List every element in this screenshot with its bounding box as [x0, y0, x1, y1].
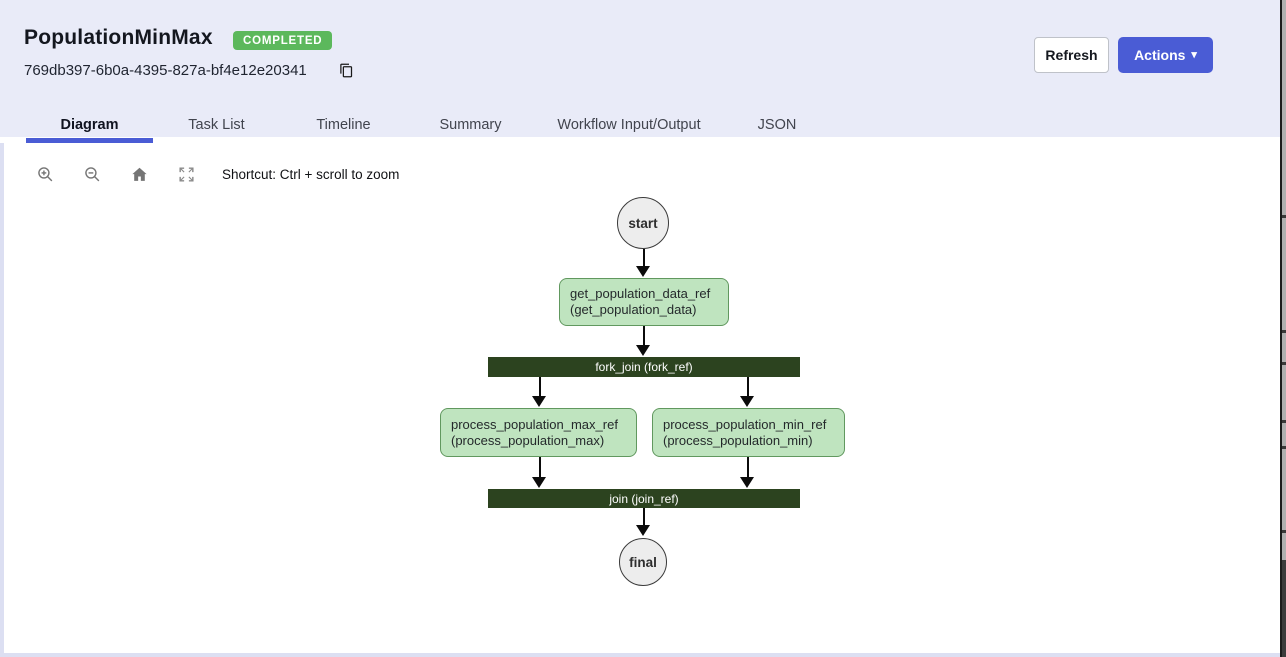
scrollbar-thumb[interactable] — [1282, 560, 1286, 657]
task-label-line1: process_population_min_ref — [663, 416, 827, 432]
node-start[interactable]: start — [617, 197, 669, 249]
edge-get-to-fork — [643, 326, 645, 346]
tabbar: Diagram Task List Timeline Summary Workf… — [26, 106, 830, 143]
right-scrollbar[interactable] — [1280, 0, 1286, 657]
arrowhead — [740, 396, 754, 407]
tab-timeline[interactable]: Timeline — [316, 116, 371, 133]
edge-fork-to-min — [747, 377, 749, 397]
node-join[interactable]: join (join_ref) — [488, 489, 800, 508]
chevron-down-icon: ▾ — [1191, 48, 1197, 61]
node-fork-join[interactable]: fork_join (fork_ref) — [488, 357, 800, 377]
arrowhead — [636, 525, 650, 536]
tab-json[interactable]: JSON — [757, 116, 797, 133]
edge-min-to-join — [747, 457, 749, 478]
tab-diagram[interactable]: Diagram — [26, 106, 153, 143]
task-label-line1: process_population_max_ref — [451, 416, 618, 432]
left-edge-strip — [0, 143, 4, 657]
actions-button-label: Actions — [1134, 47, 1186, 63]
arrowhead — [636, 345, 650, 356]
status-badge: COMPLETED — [233, 31, 333, 50]
fullscreen-icon[interactable] — [177, 165, 196, 184]
arrowhead — [532, 477, 546, 488]
tab-task-list[interactable]: Task List — [188, 116, 245, 133]
copy-icon[interactable] — [339, 63, 354, 78]
edge-max-to-join — [539, 457, 541, 478]
zoom-in-icon[interactable] — [36, 165, 55, 184]
task-label-line2: (process_population_max) — [451, 432, 605, 448]
edge-fork-to-max — [539, 377, 541, 397]
actions-button[interactable]: Actions ▾ — [1118, 37, 1213, 73]
home-icon[interactable] — [130, 165, 149, 184]
tab-summary[interactable]: Summary — [439, 116, 502, 133]
arrowhead — [636, 266, 650, 277]
task-label-line2: (get_population_data) — [570, 302, 697, 317]
arrowhead — [532, 396, 546, 407]
zoom-shortcut-hint: Shortcut: Ctrl + scroll to zoom — [222, 166, 400, 182]
arrowhead — [740, 477, 754, 488]
node-process-population-min[interactable]: process_population_min_ref (process_popu… — [652, 408, 845, 457]
edge-join-to-final — [643, 508, 645, 526]
edge-start-to-get — [643, 249, 645, 267]
page-header: PopulationMinMax COMPLETED 769db397-6b0a… — [0, 0, 1280, 143]
task-label-line2: (process_population_min) — [663, 432, 813, 448]
page-title: PopulationMinMax — [24, 26, 213, 49]
diagram-toolbar: Shortcut: Ctrl + scroll to zoom — [36, 163, 399, 185]
refresh-button[interactable]: Refresh — [1034, 37, 1109, 73]
zoom-out-icon[interactable] — [83, 165, 102, 184]
tab-workflow-input-output[interactable]: Workflow Input/Output — [557, 116, 701, 133]
task-label-line1: get_population_data_ref — [570, 286, 711, 301]
node-final[interactable]: final — [619, 538, 667, 586]
workflow-id: 769db397-6b0a-4395-827a-bf4e12e20341 — [24, 62, 307, 79]
node-process-population-max[interactable]: process_population_max_ref (process_popu… — [440, 408, 637, 457]
node-get-population-data[interactable]: get_population_data_ref (get_population_… — [559, 278, 729, 326]
bottom-edge-strip — [4, 653, 1280, 657]
